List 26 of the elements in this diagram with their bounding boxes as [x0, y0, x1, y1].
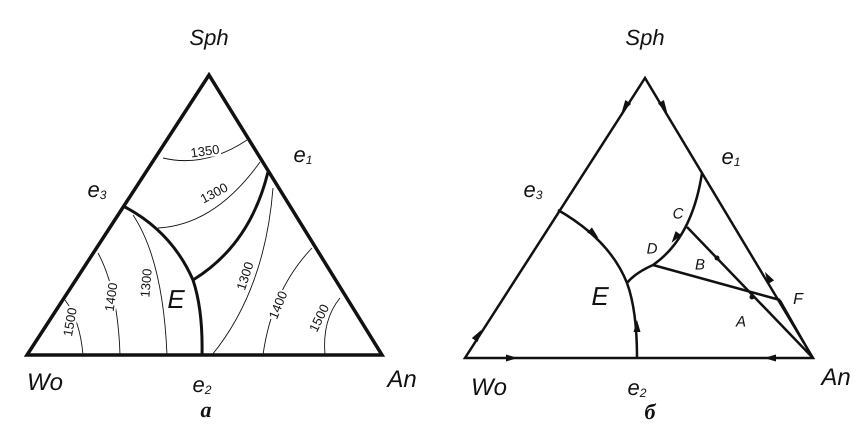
vertex-label: e$_{1}$ — [720, 146, 742, 168]
vertex-label: E — [590, 283, 610, 309]
point-label: C — [672, 206, 684, 222]
vertex-label: e$_{1}$ — [292, 144, 314, 166]
isotherm-label: 1300 — [138, 267, 154, 299]
point-label: B — [694, 258, 706, 272]
vertex-label: Sph — [188, 27, 230, 49]
vertex-label: Sph — [624, 27, 666, 49]
vertex-label: e$_{3}$ — [86, 178, 108, 202]
vertex-label: An — [386, 368, 418, 392]
isotherm-label: 1400 — [102, 280, 120, 314]
vertex-label: An — [820, 366, 852, 390]
point-label: D — [646, 242, 658, 256]
vertex-label: e$_{2}$ — [192, 374, 212, 396]
vertex-label: Wo — [470, 376, 508, 400]
isotherm-label: 1500 — [60, 306, 80, 338]
point-label: A — [735, 314, 747, 330]
panel-caption: б — [644, 401, 656, 423]
vertex-label: Wo — [26, 371, 64, 395]
isotherm-label: 1350 — [188, 142, 222, 160]
point-label: F — [792, 292, 804, 308]
vertex-label: e$_{3}$ — [522, 178, 544, 202]
vertex-label: E — [166, 286, 186, 312]
panel-caption: а — [200, 399, 212, 421]
isotherm-label: 1300 — [234, 259, 256, 293]
vertex-label: e$_{2}$ — [626, 376, 648, 400]
